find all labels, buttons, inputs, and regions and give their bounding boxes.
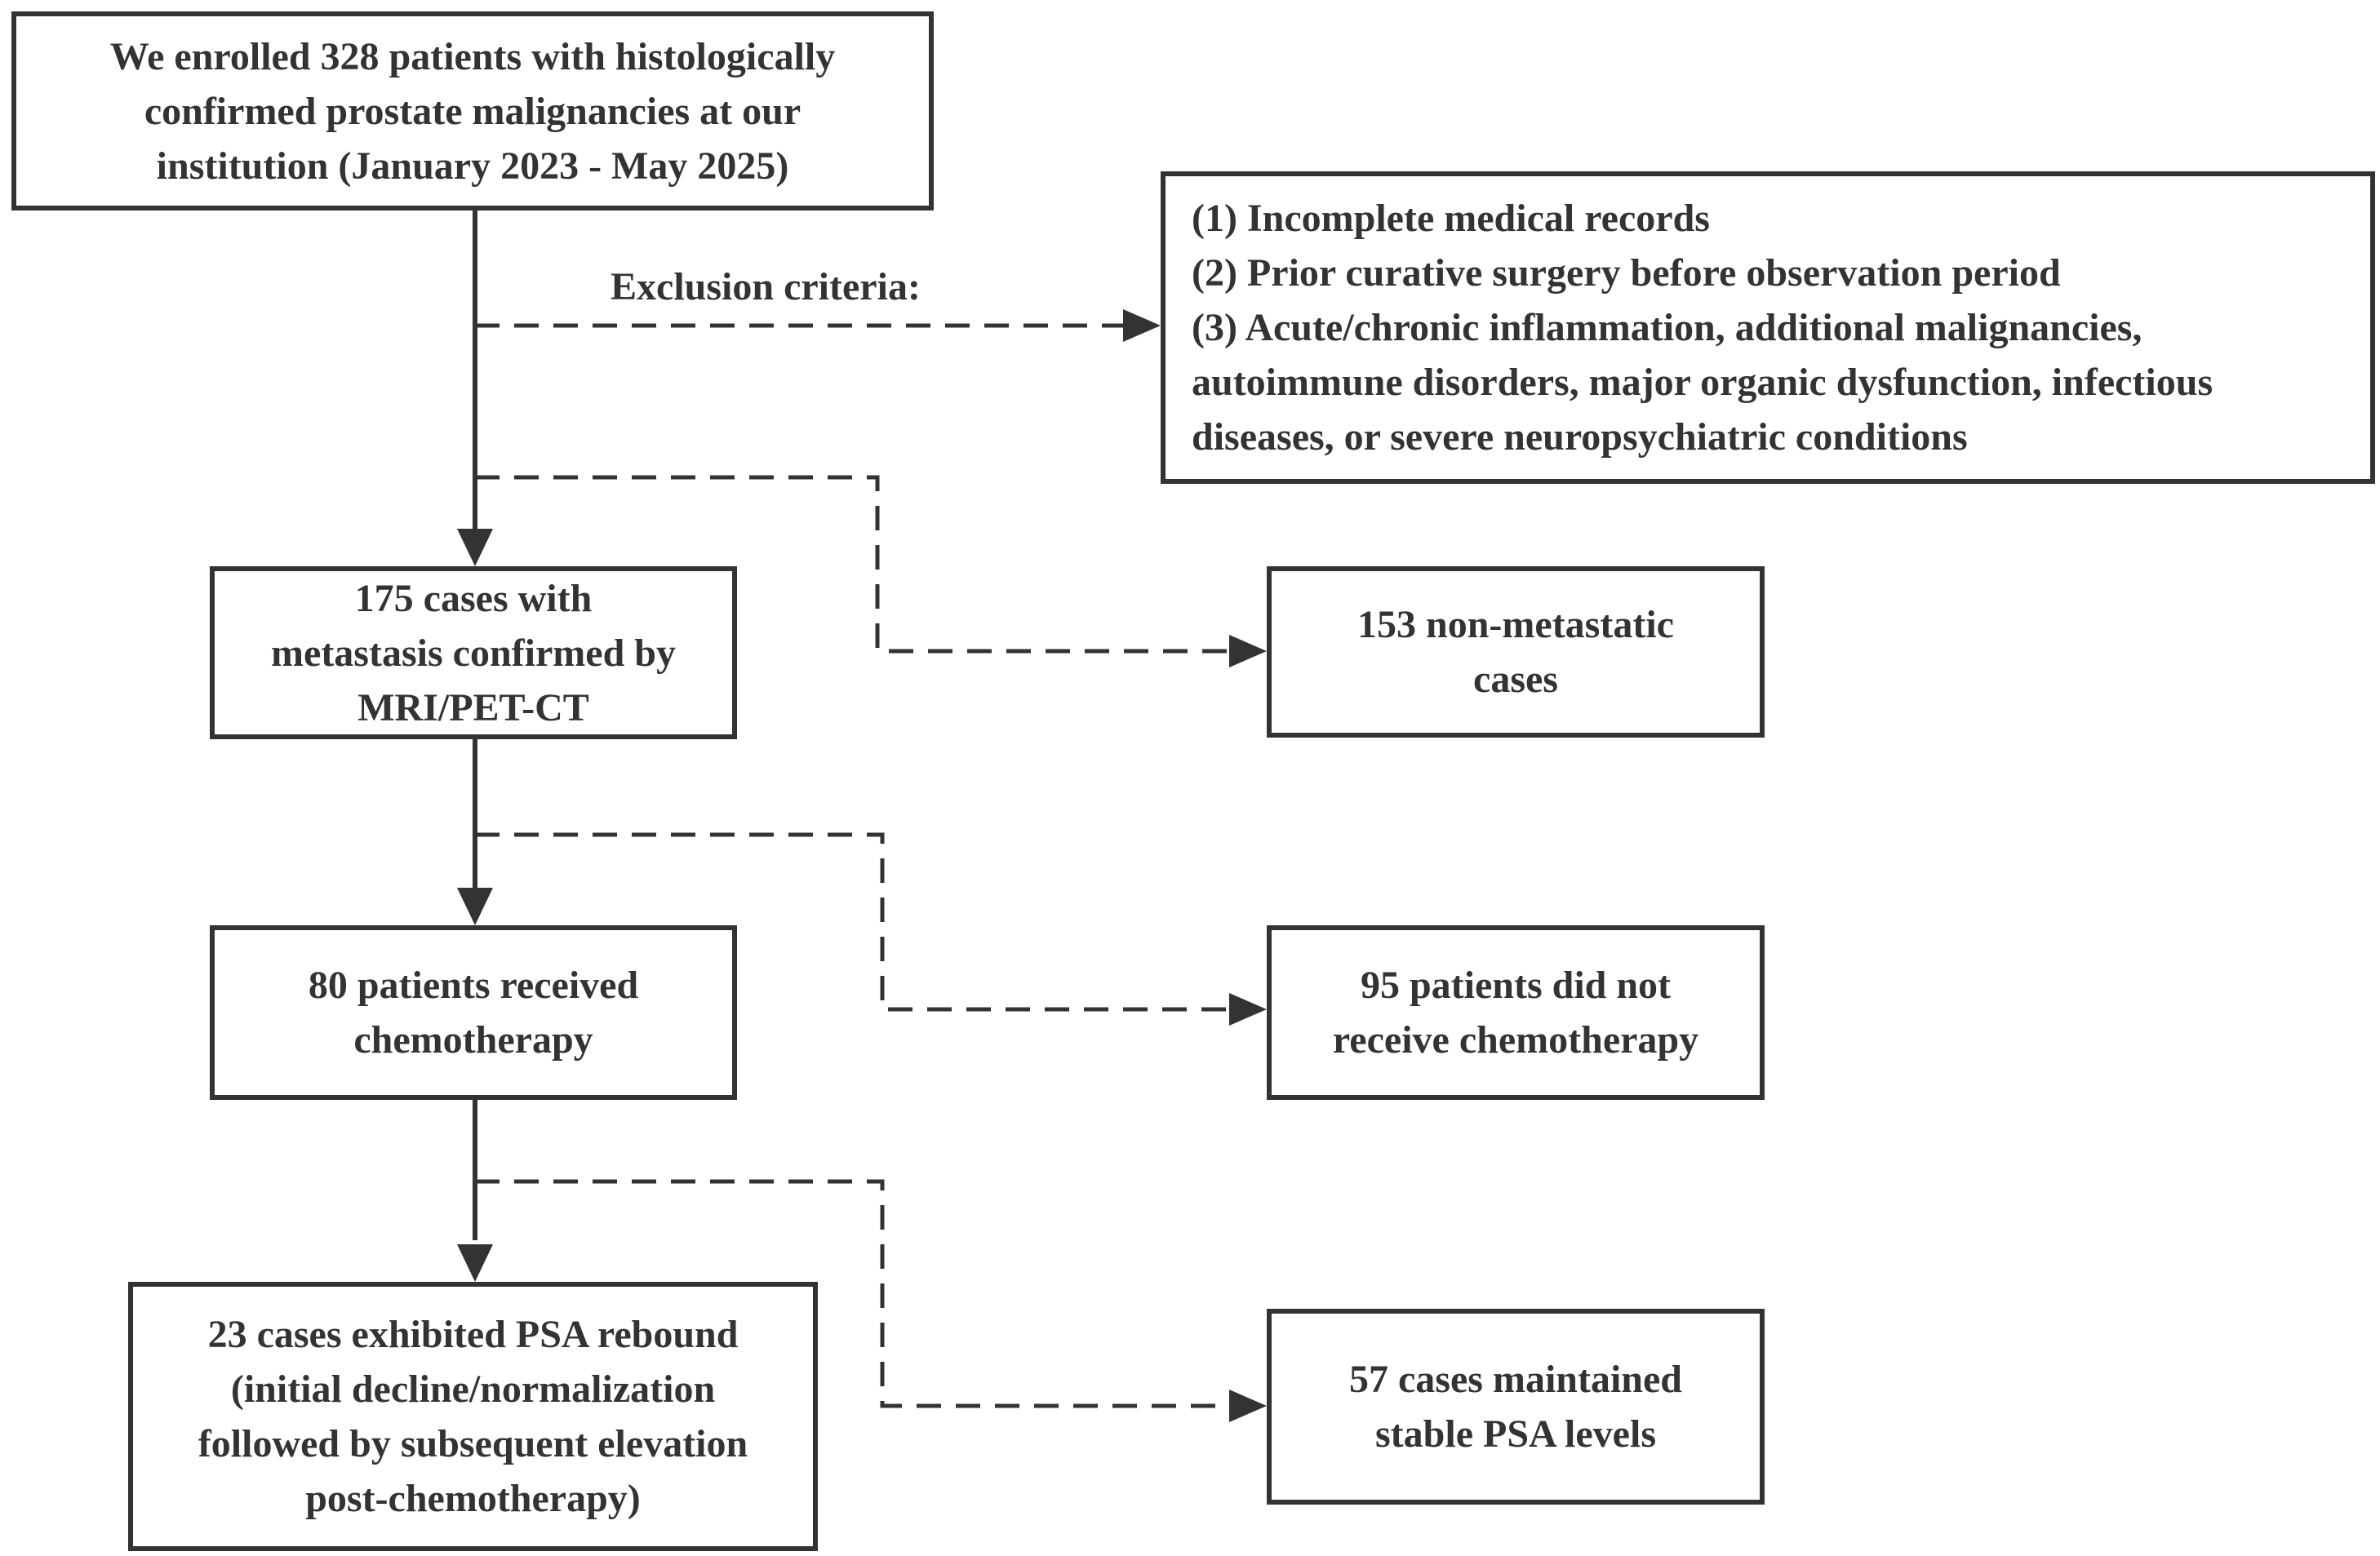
enrolled-line-2: confirmed prostate malignancies at our [144,89,801,133]
stable-line-1: 57 cases maintained [1349,1358,1682,1401]
chemo-line-1: 80 patients received [308,964,639,1007]
rebound-line-3: followed by subsequent elevation [198,1422,748,1465]
arrowhead-exclusion [1123,309,1161,342]
exclusion-criteria-label: Exclusion criteria: [611,265,921,308]
metastasis-line-2: metastasis confirmed by [271,631,676,675]
arrowhead-non-metastatic [1229,635,1267,667]
no-chemo-line-2: receive chemotherapy [1332,1018,1699,1062]
exclusion-box: (1) Incomplete medical records (2) Prior… [1161,171,2375,484]
chemo-line-2: chemotherapy [353,1018,593,1062]
arrowhead-rebound [457,1244,493,1282]
enrolled-line-3: institution (January 2023 - May 2025) [156,144,789,188]
rebound-line-4: post-chemotherapy) [305,1477,641,1520]
no-chemo-box: 95 patients did not receive chemotherapy [1267,925,1765,1100]
exclusion-line-4: autoimmune disorders, major organic dysf… [1192,361,2213,404]
metastasis-line-3: MRI/PET-CT [357,685,589,729]
stable-line-2: stable PSA levels [1375,1412,1656,1456]
exclusion-line-2: (2) Prior curative surgery before observ… [1192,251,2061,295]
rebound-line-1: 23 cases exhibited PSA rebound [207,1313,739,1356]
non-metastatic-line-1: 153 non-metastatic [1357,603,1674,646]
arrowhead-metastasis [457,529,493,566]
enrolled-box: We enrolled 328 patients with histologic… [11,11,934,211]
exclusion-line-3: (3) Acute/chronic inflammation, addition… [1192,306,2142,349]
metastasis-box: 175 cases with metastasis confirmed by M… [210,566,737,739]
arrowhead-stable [1229,1390,1267,1422]
branch-arrowheads [1123,309,1267,1422]
branch-stable [475,1179,1232,1408]
arrowhead-chemo [457,888,493,925]
non-metastatic-box: 153 non-metastatic cases [1267,566,1765,738]
stable-box: 57 cases maintained stable PSA levels [1267,1309,1765,1505]
rebound-box: 23 cases exhibited PSA rebound (initial … [128,1282,818,1551]
no-chemo-line-1: 95 patients did not [1360,964,1672,1007]
branch-no-chemo [475,832,1232,1012]
branch-lines [475,323,1232,1408]
exclusion-line-1: (1) Incomplete medical records [1192,197,1710,240]
exclusion-line-5: diseases, or severe neuropsychiatric con… [1192,415,1968,459]
branch-non-metastatic [475,475,1232,654]
rebound-line-2: (initial decline/normalization [230,1368,716,1411]
metastasis-line-1: 175 cases with [354,576,593,620]
chemo-box: 80 patients received chemotherapy [210,925,737,1100]
main-flow-arrowheads [457,529,493,1282]
non-metastatic-line-2: cases [1473,658,1558,701]
arrowhead-no-chemo [1229,993,1267,1026]
enrolled-line-1: We enrolled 328 patients with histologic… [109,34,836,78]
